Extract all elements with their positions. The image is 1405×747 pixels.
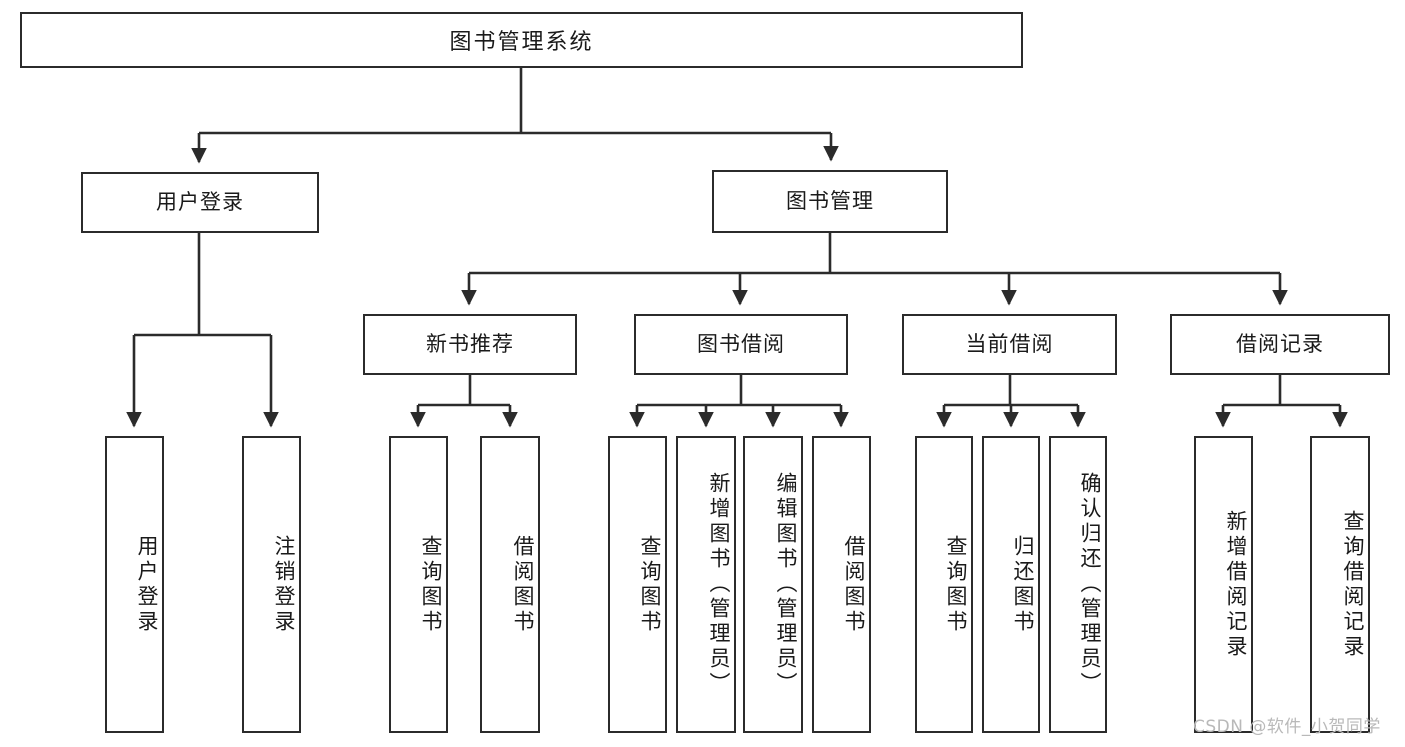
node-label: 当前借阅: [965, 332, 1054, 357]
node-label: 借阅记录: [1236, 332, 1324, 357]
node-label: 用户登录: [135, 534, 159, 635]
node-leaf-query-book-current[interactable]: 查询图书: [915, 436, 973, 733]
node-leaf-logout[interactable]: 注销登录: [242, 436, 301, 733]
node-leaf-add-borrow-record[interactable]: 新增借阅记录: [1194, 436, 1253, 733]
node-label: 借阅图书: [511, 534, 535, 635]
node-label: 用户登录: [156, 190, 244, 215]
node-label: 归还图书: [1011, 534, 1035, 635]
node-leaf-query-book-rec[interactable]: 查询图书: [389, 436, 448, 733]
node-label: 借阅图书: [842, 534, 866, 635]
node-label: 编辑图书（管理员）: [774, 472, 798, 697]
node-label: 查询图书: [638, 534, 662, 635]
node-leaf-user-login[interactable]: 用户登录: [105, 436, 164, 733]
node-label: 新增图书（管理员）: [707, 472, 731, 697]
node-root-book-management-system[interactable]: 图书管理系统: [20, 12, 1023, 68]
node-current-borrowing[interactable]: 当前借阅: [902, 314, 1117, 375]
node-label: 查询图书: [944, 534, 968, 635]
node-label: 图书借阅: [697, 332, 785, 357]
node-leaf-query-borrow-record[interactable]: 查询借阅记录: [1310, 436, 1370, 733]
node-label: 确认归还（管理员）: [1078, 472, 1102, 697]
node-leaf-edit-book-admin[interactable]: 编辑图书（管理员）: [743, 436, 803, 733]
node-label: 图书管理: [786, 189, 874, 214]
node-new-book-recommendation[interactable]: 新书推荐: [363, 314, 577, 375]
node-leaf-borrow-book-rec[interactable]: 借阅图书: [480, 436, 540, 733]
node-borrowing-record[interactable]: 借阅记录: [1170, 314, 1390, 375]
node-book-borrowing[interactable]: 图书借阅: [634, 314, 848, 375]
node-leaf-query-book-borrow[interactable]: 查询图书: [608, 436, 667, 733]
node-label: 图书管理系统: [449, 30, 594, 55]
node-leaf-add-book-admin[interactable]: 新增图书（管理员）: [676, 436, 736, 733]
node-user-login[interactable]: 用户登录: [81, 172, 319, 233]
node-label: 查询借阅记录: [1341, 509, 1365, 660]
csdn-watermark: CSDN @软件_小贺同学: [1193, 717, 1381, 737]
node-book-management[interactable]: 图书管理: [712, 170, 948, 233]
node-label: 新书推荐: [426, 332, 514, 357]
node-label: 注销登录: [272, 534, 296, 635]
node-leaf-borrow-book[interactable]: 借阅图书: [812, 436, 871, 733]
node-label: 新增借阅记录: [1224, 509, 1248, 660]
node-leaf-confirm-return-admin[interactable]: 确认归还（管理员）: [1049, 436, 1107, 733]
node-label: 查询图书: [419, 534, 443, 635]
node-leaf-return-book[interactable]: 归还图书: [982, 436, 1040, 733]
